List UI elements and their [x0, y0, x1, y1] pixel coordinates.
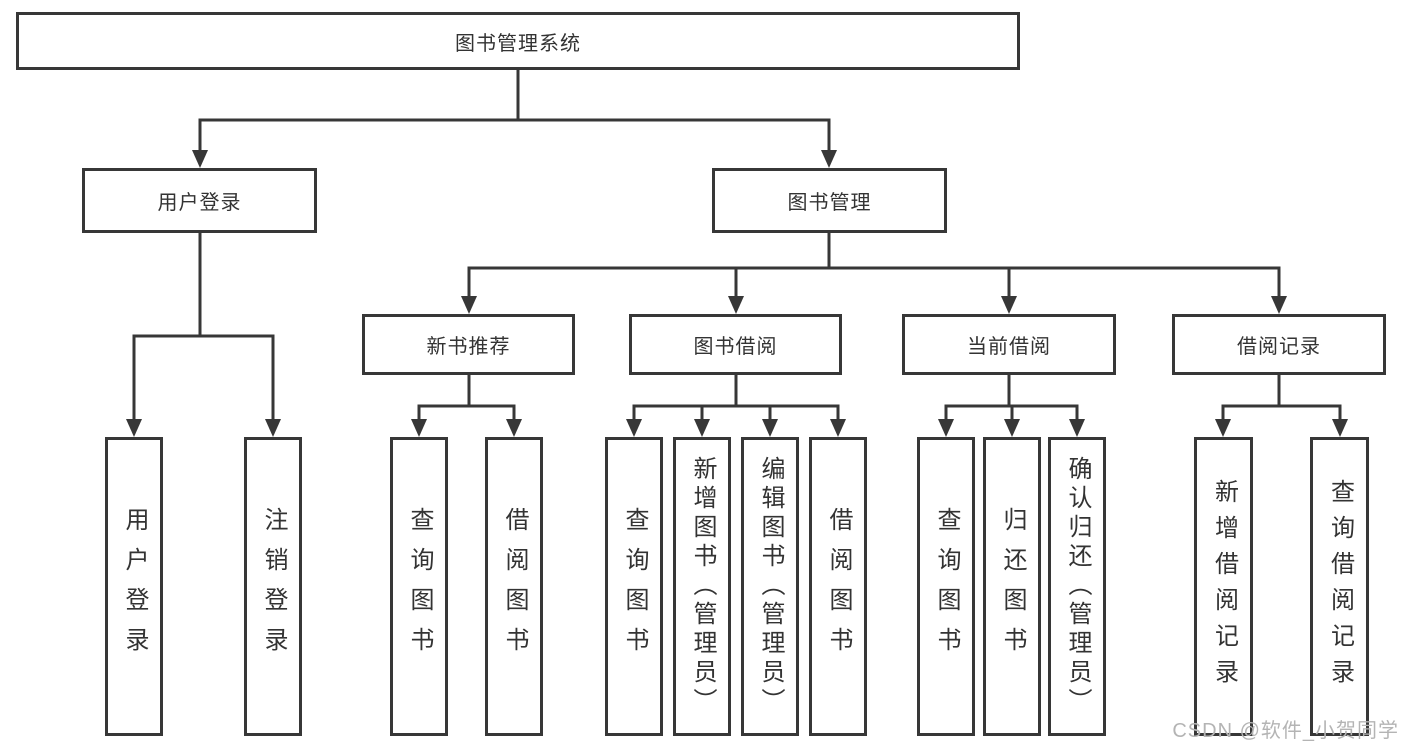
- node-book-borrow-label: 图书借阅: [693, 336, 778, 358]
- leaf-borrow-books-1: 借阅图书: [485, 437, 543, 736]
- connector-current-borrow-branch: [944, 375, 1079, 421]
- arrow-into-leaf-confirm-return: [1069, 419, 1085, 437]
- leaf-confirm-return-admin-label: 确认归还（管理员）: [1064, 456, 1091, 717]
- leaf-query-borrow-record-label: 查询借阅记录: [1326, 478, 1354, 695]
- leaf-query-borrow-record: 查询借阅记录: [1310, 437, 1369, 736]
- connector-new-book-branch: [417, 375, 516, 421]
- arrow-into-leaf-query-books-3: [938, 419, 954, 437]
- node-book-management: 图书管理: [712, 168, 947, 233]
- node-book-management-label: 图书管理: [787, 192, 872, 214]
- leaf-logout: 注销登录: [244, 437, 302, 736]
- leaf-user-login: 用户登录: [105, 437, 163, 736]
- leaf-user-login-label: 用户登录: [121, 506, 148, 667]
- leaf-query-books-3: 查询图书: [917, 437, 975, 736]
- arrow-into-leaf-borrow-books-1: [506, 419, 522, 437]
- leaf-add-book-admin: 新增图书（管理员）: [673, 437, 731, 736]
- arrow-into-leaf-add-book: [694, 419, 710, 437]
- arrow-into-leaf-borrow-books-2: [830, 419, 846, 437]
- leaf-add-borrow-record: 新增借阅记录: [1194, 437, 1253, 736]
- arrow-into-leaf-user-login: [126, 419, 142, 437]
- node-book-borrow: 图书借阅: [629, 314, 842, 375]
- leaf-borrow-books-1-label: 借阅图书: [501, 506, 528, 667]
- leaf-add-borrow-record-label: 新增借阅记录: [1210, 478, 1238, 695]
- arrow-into-book-management: [821, 150, 837, 168]
- csdn-watermark: CSDN @软件_小贺同学: [1172, 720, 1399, 742]
- arrow-into-book-borrow: [728, 296, 744, 314]
- leaf-query-books-1-label: 查询图书: [406, 506, 433, 667]
- arrow-into-new-book: [461, 296, 477, 314]
- arrow-into-current-borrow: [1001, 296, 1017, 314]
- arrow-into-leaf-query-record: [1332, 419, 1348, 437]
- connector-book-management-branch: [467, 233, 1281, 298]
- node-new-book-recommend-label: 新书推荐: [426, 336, 511, 358]
- leaf-logout-label: 注销登录: [260, 506, 287, 667]
- connector-book-borrow-branch: [632, 375, 840, 421]
- leaf-borrow-books-2: 借阅图书: [809, 437, 867, 736]
- leaf-edit-book-admin: 编辑图书（管理员）: [741, 437, 799, 736]
- arrow-into-user-login: [192, 150, 208, 168]
- leaf-query-books-2: 查询图书: [605, 437, 663, 736]
- leaf-query-books-3-label: 查询图书: [933, 506, 960, 667]
- arrow-into-leaf-return-book: [1004, 419, 1020, 437]
- connector-user-login-branch: [132, 233, 275, 421]
- leaf-return-book: 归还图书: [983, 437, 1041, 736]
- leaf-query-books-2-label: 查询图书: [621, 506, 648, 667]
- connector-borrow-record-branch: [1221, 375, 1342, 421]
- node-user-login-label: 用户登录: [157, 192, 242, 214]
- leaf-borrow-books-2-label: 借阅图书: [825, 506, 852, 667]
- node-user-login: 用户登录: [82, 168, 317, 233]
- arrow-into-leaf-logout: [265, 419, 281, 437]
- arrow-into-leaf-add-record: [1215, 419, 1231, 437]
- node-current-borrow: 当前借阅: [902, 314, 1116, 375]
- leaf-edit-book-admin-label: 编辑图书（管理员）: [757, 456, 784, 717]
- arrow-into-leaf-query-books-1: [411, 419, 427, 437]
- arrow-into-leaf-query-books-2: [626, 419, 642, 437]
- arrow-into-leaf-edit-book: [762, 419, 778, 437]
- node-borrow-record-label: 借阅记录: [1237, 336, 1321, 358]
- leaf-query-books-1: 查询图书: [390, 437, 448, 736]
- node-root-system-label: 图书管理系统: [455, 32, 581, 55]
- leaf-return-book-label: 归还图书: [999, 506, 1026, 667]
- node-current-borrow-label: 当前借阅: [967, 336, 1051, 358]
- leaf-add-book-admin-label: 新增图书（管理员）: [689, 456, 716, 717]
- connector-root-to-level2: [198, 70, 831, 152]
- leaf-confirm-return-admin: 确认归还（管理员）: [1048, 437, 1106, 736]
- node-new-book-recommend: 新书推荐: [362, 314, 575, 375]
- node-borrow-record: 借阅记录: [1172, 314, 1386, 375]
- arrow-into-borrow-record: [1271, 296, 1287, 314]
- node-root-system: 图书管理系统: [16, 12, 1020, 70]
